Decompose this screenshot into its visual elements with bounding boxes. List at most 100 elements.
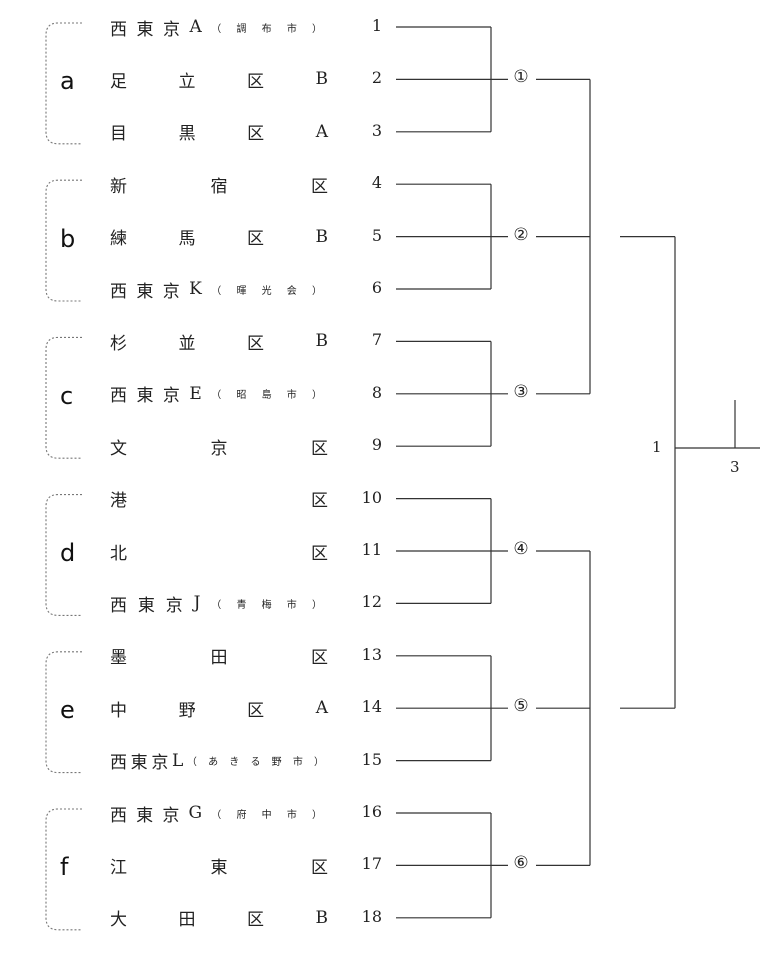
team-name-part: 区 [247,333,264,354]
group-letter: c [60,381,74,410]
match-number: ③ [513,381,529,402]
group-bracket [45,651,82,774]
team-name-part: 宿 [210,176,228,197]
team-name-part: 京 [162,386,180,407]
team-name-part: 京 [162,281,180,302]
team-seed-number: 1 [371,16,382,35]
team-name-part: 西 [110,386,127,407]
team-name: 港区 [110,487,328,511]
team-name-part: 中 [110,700,127,721]
team-seed-number: 2 [371,68,382,88]
team-name-part: 西 [110,753,127,774]
team-name-part: 立 [178,71,196,92]
team-name-part: G [188,803,203,823]
group-bracket [45,179,82,302]
team-name-part: J [193,593,201,614]
team-name-part: 馬 [178,229,196,250]
match-number: ② [513,224,529,245]
team-name-part: 田 [210,648,228,669]
team-seed-number: 3 [371,120,382,140]
team-name: 新宿区 [110,172,328,197]
team-seed-number: 8 [371,382,382,402]
team-name: 文京区 [110,434,328,459]
team-seed-number: 10 [361,487,382,507]
team-seed-number: 18 [361,906,382,926]
team-seed-number: 12 [361,592,382,612]
final-right-label: 3 [730,458,740,476]
team-name-part: （ 調 布 市 ） [211,23,328,35]
team-name-part: （ 府 中 市 ） [211,809,328,821]
team-name-part: L [171,750,184,771]
match-number: ④ [513,539,529,559]
group-letter: d [60,539,76,567]
team-name-part: B [315,907,329,928]
group-letter: b [60,224,76,253]
team-seed-number: 15 [361,749,382,769]
group-bracket [45,22,82,145]
team-name-part: 墨 [110,648,127,669]
team-name-part: 並 [178,333,196,354]
group-bracket [45,494,82,616]
team-name-part: 区 [247,700,265,721]
team-name-part: 西 [110,19,127,40]
team-name: 北区 [110,539,328,564]
team-name-part: 京 [162,805,180,826]
team-name-part: 区 [247,71,264,92]
team-name-part: 区 [311,176,328,197]
team-name-part: 目 [110,124,127,145]
group-letter: f [60,853,69,882]
team-name-part: 田 [178,910,196,931]
team-name-part: 東 [136,386,154,407]
team-name-part: 西 [110,805,127,826]
team-name-part: 西 [110,281,127,302]
team-seed-number: 16 [361,802,382,821]
team-name-part: 京 [165,595,183,616]
team-seed-number: 6 [371,278,382,297]
team-name-part: 区 [247,124,265,145]
team-name-part: 野 [178,700,196,721]
team-name-part: 京 [210,438,228,459]
team-name-part: 江 [110,857,127,878]
group-letter: a [60,67,75,96]
team-name-part: E [189,383,202,404]
team-name-part: 杉 [110,333,127,354]
team-name-part: 区 [311,438,328,459]
team-name-part: 港 [110,491,127,512]
team-name-part: 東 [130,753,148,774]
team-name-part: 西 [110,595,127,616]
team-name-part: 東 [136,19,154,40]
team-name-part: 足 [110,71,127,92]
team-name-part: 区 [311,857,328,878]
team-name-part: A [315,121,328,142]
group-bracket [45,336,82,459]
team-name-part: （ 暉 光 会 ） [211,285,328,297]
team-name-part: （ 青 梅 市 ） [211,599,328,611]
team-name-part: K [189,279,202,299]
team-seed-number: 9 [371,435,382,455]
team-seed-number: 4 [371,173,382,193]
team-name-part: 区 [311,491,328,512]
team-name-part: 北 [110,543,127,564]
team-name-part: A [189,17,202,37]
team-name-part: 練 [110,229,127,250]
team-name-part: 区 [247,229,264,250]
team-seed-number: 13 [361,644,382,664]
team-name-part: B [315,226,329,247]
team-name-part: 東 [136,281,154,302]
team-seed-number: 17 [361,854,382,874]
team-name-part: （ 昭 島 市 ） [211,390,328,402]
team-name-part: A [315,698,328,719]
team-name-part: 東 [210,857,228,878]
team-seed-number: 5 [371,225,382,245]
team-name-part: 区 [311,543,328,564]
